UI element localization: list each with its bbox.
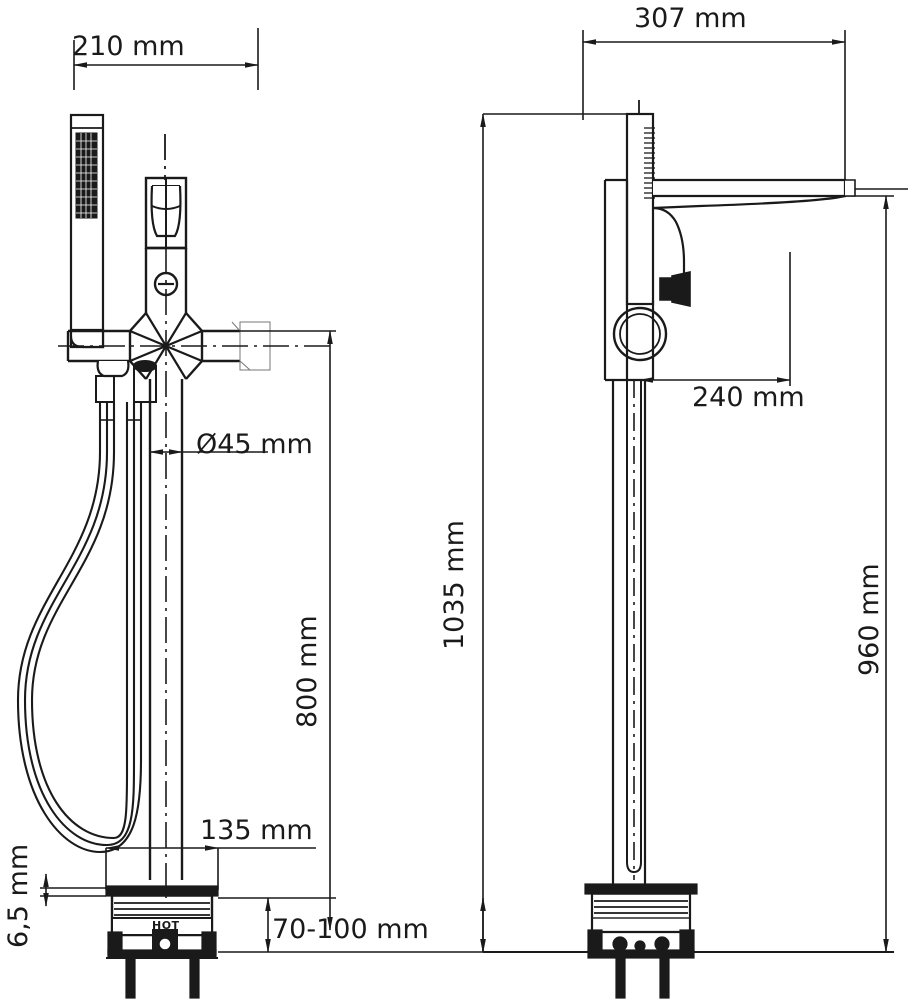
label-210mm: 210 mm [72,31,185,62]
mixer-lever-handle [144,134,188,250]
dimension-240mm [639,252,791,386]
base-assembly-front [105,885,219,999]
shower-hose [16,360,157,854]
label-6_5mm: 6,5 mm [3,844,34,948]
label-1035mm: 1035 mm [439,520,470,650]
dimension-210mm [73,28,259,90]
side-riser-tube [611,380,647,885]
label-hot-marking: HOT [152,919,180,932]
mixer-body [66,246,271,380]
side-spout-arm [652,178,908,290]
label-diameter-45mm: Ø45 mm [196,429,313,460]
dimension-1035mm [480,113,632,953]
label-307mm: 307 mm [634,3,747,34]
riser-column [148,379,184,880]
hand-shower-head [69,113,105,349]
side-hand-shower [625,100,655,306]
label-70-100mm: 70-100 mm [272,914,429,945]
label-135mm: 135 mm [200,815,313,846]
centre-axis-front [58,248,336,898]
dimension-135mm [105,845,316,890]
dimension-6_5mm [40,873,106,907]
dimension-307mm [582,30,846,180]
label-960mm: 960 mm [854,563,885,676]
label-800mm: 800 mm [292,615,323,728]
base-assembly-side [483,883,894,999]
label-240mm: 240 mm [692,382,805,413]
dimension-800mm [206,330,336,931]
